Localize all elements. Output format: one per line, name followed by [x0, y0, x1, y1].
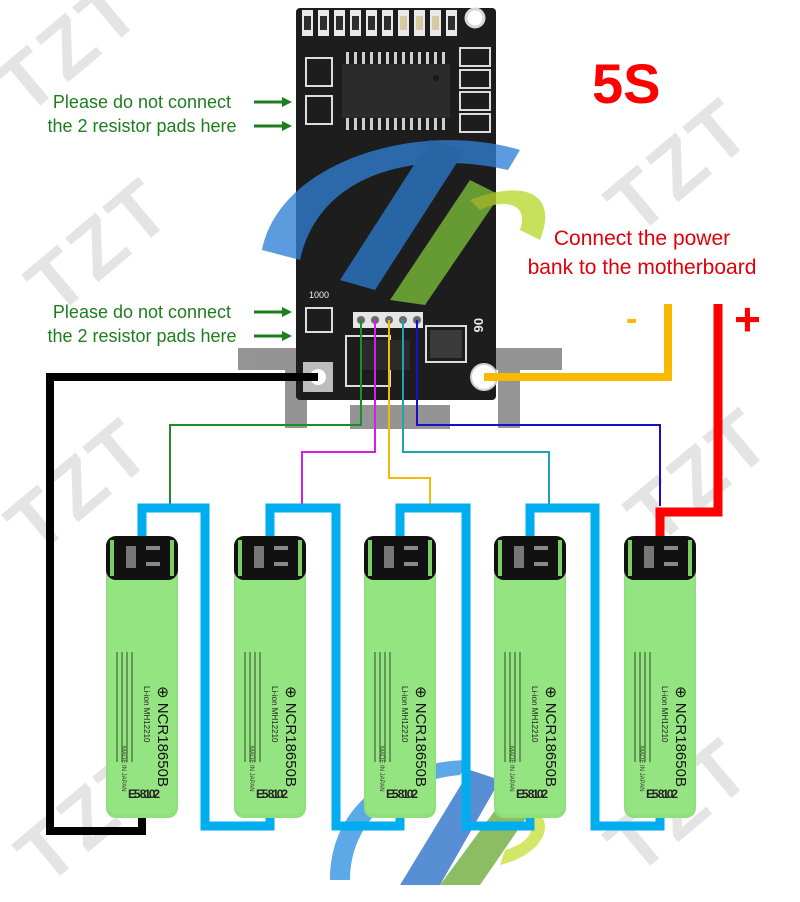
sense-wire-3 [388, 320, 431, 506]
terminal-icon [384, 546, 394, 568]
arrow-icons [254, 307, 292, 341]
battery-date-code: E5 8102 [386, 787, 418, 801]
sense-wire-2 [301, 320, 376, 506]
resistor-label: 1000 [308, 290, 331, 300]
sense-wire-4 [402, 320, 550, 506]
battery-chemistry: Li-ion MH12210 [142, 686, 151, 743]
battery-model: ⊕ NCR18650B [542, 686, 559, 787]
terminal-icon [126, 546, 136, 568]
battery-cap [494, 536, 566, 580]
terminal-icon [644, 546, 654, 568]
arrow-icons [254, 97, 292, 131]
arrow-right-icon [282, 97, 292, 107]
negative-wire [46, 373, 318, 835]
logo-swoosh [262, 140, 546, 885]
battery-chemistry: Li-ion MH12210 [270, 686, 279, 743]
note-line: Please do not connect [52, 302, 232, 322]
mount-hole [464, 7, 486, 29]
series-links [137, 503, 665, 831]
power-minus-wire [484, 304, 672, 381]
board-silkscreen: 06 [471, 318, 486, 332]
series-count-title: 5S [592, 52, 661, 115]
battery-origin: MADE IN JAPAN [378, 746, 384, 792]
mosfet-chip [430, 330, 462, 358]
note-line: Connect the power [553, 227, 731, 250]
battery-cap [624, 536, 696, 580]
battery-cap [364, 536, 436, 580]
terminal-icon [254, 546, 264, 568]
battery-model: ⊕ NCR18650B [282, 686, 299, 787]
minus-sign: - [626, 300, 638, 338]
positive-wire [655, 304, 723, 542]
battery-origin: MADE IN JAPAN [508, 746, 514, 792]
battery-model: ⊕ NCR18650B [154, 686, 171, 787]
battery-date-code: E5 8102 [516, 787, 548, 801]
battery-date-code: E5 8102 [256, 787, 288, 801]
sense-wire-5 [416, 320, 661, 506]
battery-cap [106, 536, 178, 580]
note-line: bank to the motherboard [527, 256, 757, 279]
battery-chemistry: Li-ion MH12210 [400, 686, 409, 743]
arrow-right-icon [282, 121, 292, 131]
battery-origin: MADE IN JAPAN [248, 746, 254, 792]
resistor-note-top: Please do not connect the 2 resistor pad… [22, 90, 262, 138]
note-line: Please do not connect [52, 92, 232, 112]
plus-sign: + [734, 293, 761, 345]
sense-wire-1 [169, 320, 362, 506]
terminal-icon [514, 546, 524, 568]
note-line: the 2 resistor pads here [47, 326, 237, 346]
battery-model: ⊕ NCR18650B [672, 686, 689, 787]
ic-pins [346, 52, 445, 130]
resistor-note-bottom: Please do not connect the 2 resistor pad… [22, 300, 262, 348]
ic-chip [342, 64, 450, 118]
battery-chemistry: Li-ion MH12210 [660, 686, 669, 743]
battery-origin: MADE IN JAPAN [120, 746, 126, 792]
gray-t-stem-right [498, 348, 520, 428]
battery-date-code: E5 8102 [128, 787, 160, 801]
note-line: the 2 resistor pads here [47, 116, 237, 136]
arrow-right-icon [282, 331, 292, 341]
power-bank-note: Connect the power bank to the motherboar… [508, 224, 776, 282]
battery-date-code: E5 8102 [646, 787, 678, 801]
battery-chemistry: Li-ion MH12210 [530, 686, 539, 743]
arrow-right-icon [282, 307, 292, 317]
battery-model: ⊕ NCR18650B [412, 686, 429, 787]
battery-cap [234, 536, 306, 580]
battery-origin: MADE IN JAPAN [638, 746, 644, 792]
